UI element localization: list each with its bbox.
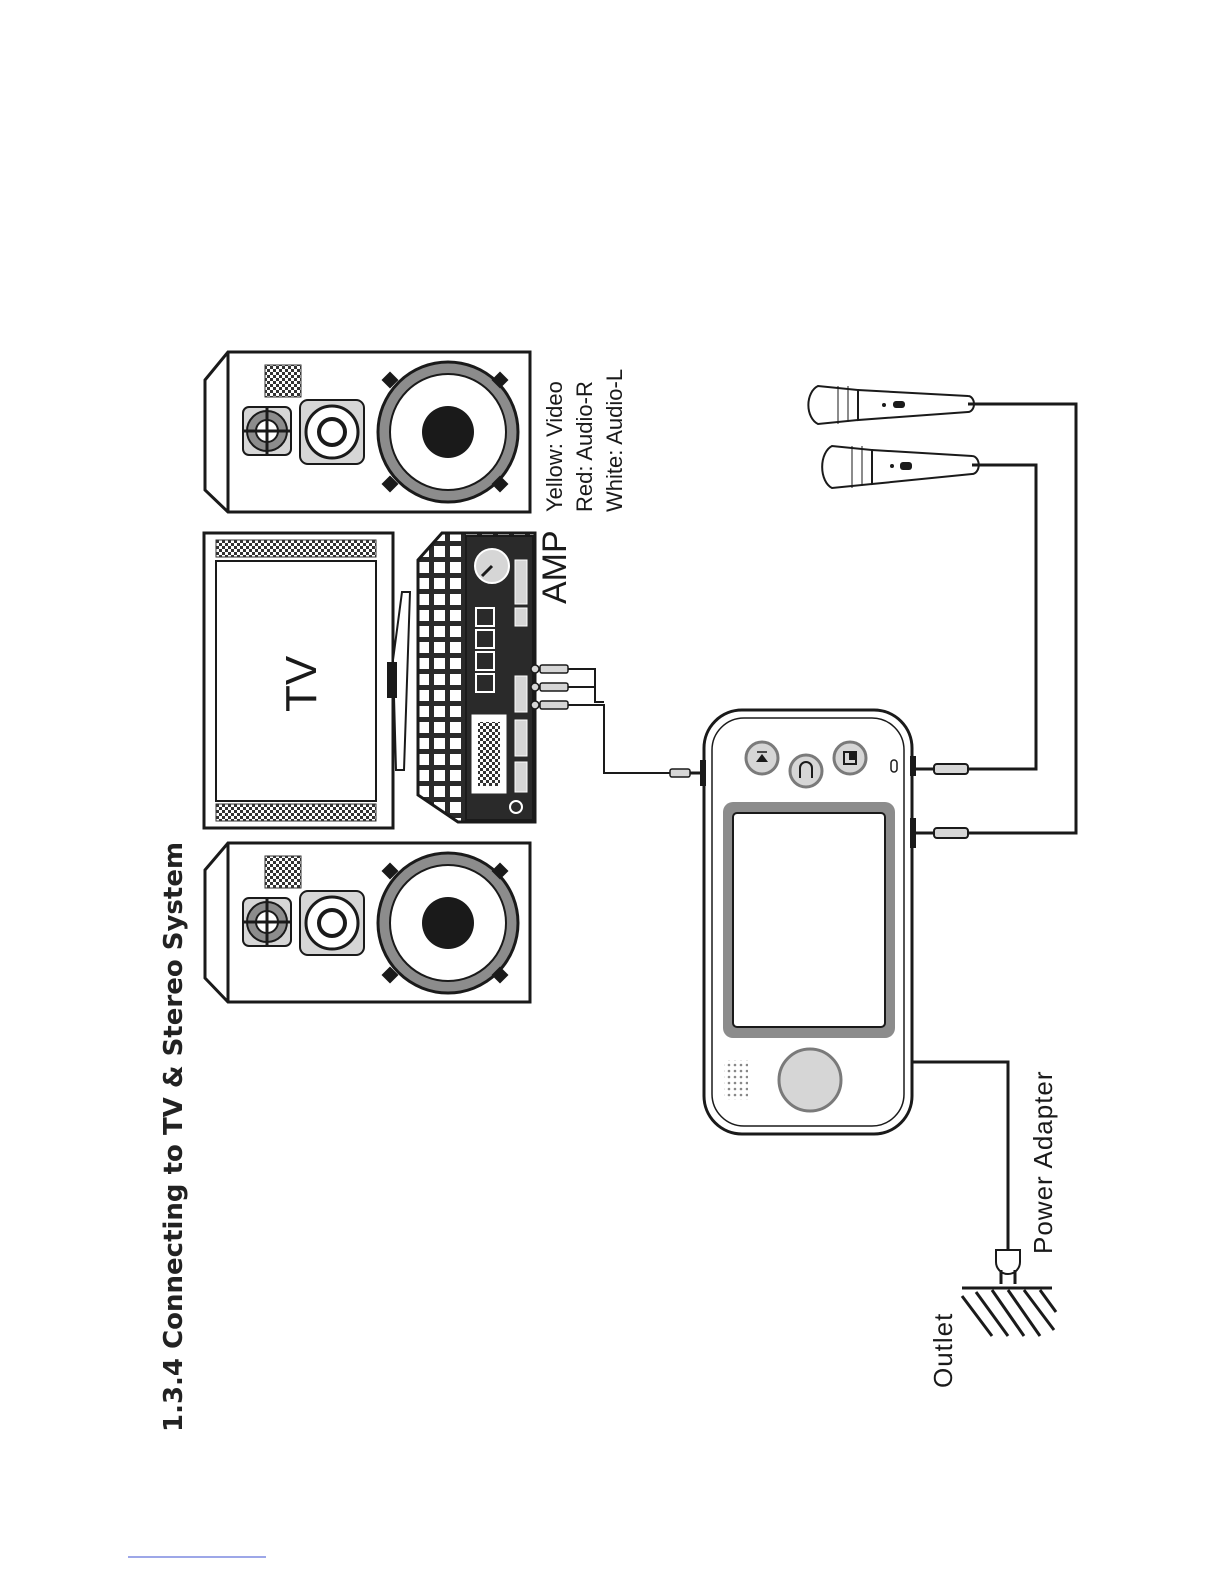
power-plug-icon bbox=[996, 1250, 1020, 1284]
cable-legend-audio-r: Red: Audio-R bbox=[572, 381, 597, 512]
amp-label: AMP bbox=[536, 530, 574, 604]
power-adapter-label: Power Adapter bbox=[1028, 1070, 1058, 1254]
microphone-icon bbox=[808, 386, 980, 424]
av-cable bbox=[540, 665, 700, 777]
wall-outlet-icon bbox=[962, 1288, 1056, 1336]
microphone-icon bbox=[822, 446, 982, 488]
power-cable bbox=[912, 1062, 1008, 1250]
tv-label: TV bbox=[277, 655, 326, 712]
speaker-icon bbox=[205, 843, 530, 1002]
section-title: 1.3.4 Connecting to TV & Stereo System bbox=[159, 842, 189, 1432]
amplifier-icon bbox=[418, 533, 539, 822]
speaker-icon bbox=[205, 352, 530, 512]
cable-legend-audio-l: White: Audio-L bbox=[602, 369, 627, 512]
cable-legend-video: Yellow: Video bbox=[542, 381, 567, 512]
karaoke-player-icon bbox=[700, 710, 916, 1134]
outlet-label: Outlet bbox=[928, 1313, 958, 1388]
